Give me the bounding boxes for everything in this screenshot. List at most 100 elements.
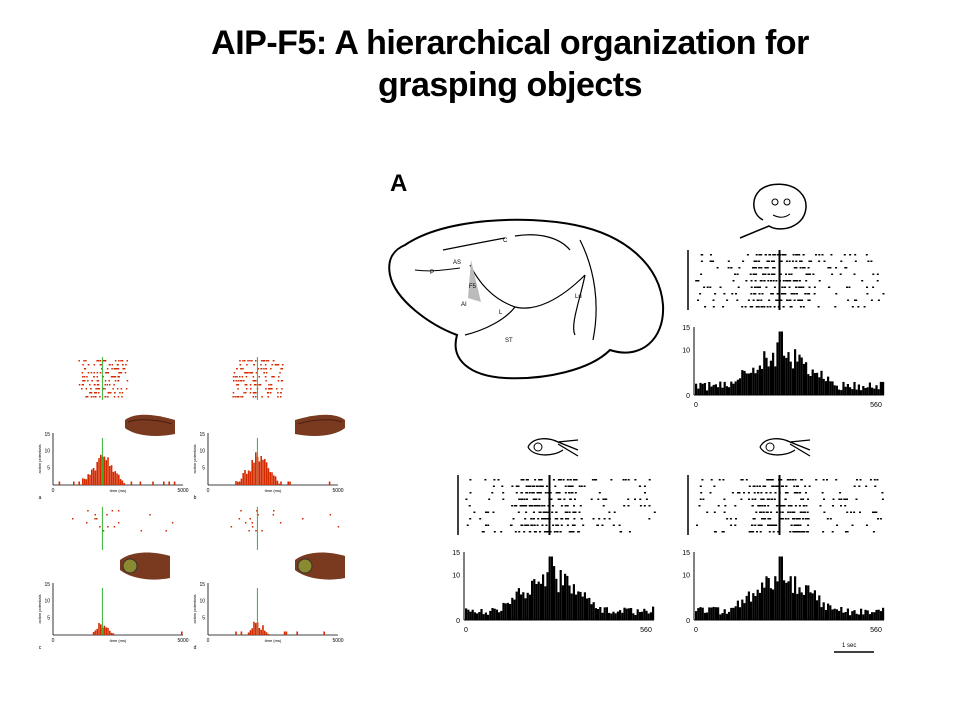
histogram-bar (871, 612, 874, 620)
raster-tick (801, 531, 804, 533)
raster-tick (469, 479, 472, 481)
raster-tick (786, 280, 789, 282)
raster-tick (802, 286, 805, 288)
raster-tick (789, 511, 792, 513)
raster-tick (798, 505, 801, 507)
raster-tick (703, 286, 706, 288)
brain-label-lu: Lu (575, 294, 582, 300)
raster-tick (562, 479, 565, 481)
histogram-bar (714, 607, 717, 620)
raster-tick (549, 492, 552, 494)
y-tick-10: 10 (199, 598, 205, 604)
raster-tick (118, 360, 120, 362)
histogram-bar (752, 593, 755, 620)
raster-tick (82, 364, 84, 366)
raster-tick (271, 388, 273, 390)
raster-tick (110, 376, 113, 378)
raster-tick (780, 299, 783, 301)
raster-tick (775, 485, 778, 487)
raster-tick (533, 524, 536, 526)
histogram-bar (719, 381, 722, 395)
raster-tick (765, 254, 767, 256)
raster-tick (258, 376, 260, 378)
raster-tick (124, 372, 127, 374)
raster-tick (87, 364, 90, 366)
raster-tick (531, 505, 534, 507)
histogram-bar (703, 383, 706, 395)
raster-tick (534, 498, 537, 500)
raster-tick (515, 492, 518, 494)
raster-tick (244, 522, 247, 524)
raster-tick (93, 376, 95, 378)
histogram-bar (710, 386, 713, 395)
histogram-bar (710, 607, 713, 620)
raster-tick (100, 364, 102, 366)
raster-tick (767, 479, 770, 481)
histogram-bar (734, 606, 737, 620)
raster-tick (270, 392, 272, 394)
raster-tick (858, 485, 861, 487)
histogram-bar (846, 608, 849, 620)
raster-tick (795, 254, 798, 256)
raster-tick (808, 485, 811, 487)
raster-tick (598, 518, 601, 520)
raster-tick (785, 260, 788, 262)
raster-tick (823, 511, 826, 513)
raster-tick (270, 368, 272, 370)
histogram-bar (778, 556, 781, 620)
raster-tick (770, 511, 773, 513)
histogram-bar (769, 360, 772, 395)
histogram-bar (533, 579, 536, 620)
raster-tick (95, 396, 97, 398)
raster-tick (843, 254, 846, 256)
raster-tick (233, 380, 235, 382)
raster-tick (807, 267, 810, 269)
monkey-brain-diagram: C AS P F5 AI L Lu ST (388, 218, 665, 380)
raster-tick (549, 531, 552, 533)
raster-tick (854, 260, 857, 262)
histogram-bar (805, 585, 808, 620)
histogram-bar (802, 594, 805, 620)
raster-tick (802, 498, 805, 500)
y-tick-15: 15 (199, 432, 205, 438)
raster-tick (784, 254, 786, 256)
raster-tick (538, 492, 541, 494)
histogram-bar (548, 556, 551, 620)
histogram-bar (864, 388, 867, 395)
raster-tick (799, 299, 802, 301)
raster-tick (846, 498, 848, 500)
raster-tick (716, 267, 719, 269)
raster-tick (791, 511, 794, 513)
raster-tick (526, 479, 529, 481)
histogram-bar (251, 628, 253, 635)
histogram-bar (168, 481, 170, 485)
raster-tick (881, 492, 884, 494)
raster-tick (773, 286, 776, 288)
histogram-bar (271, 472, 273, 485)
raster-tick (72, 518, 74, 520)
histogram-bar (877, 389, 880, 395)
histogram-bar (798, 587, 801, 620)
raster-tick (854, 254, 857, 256)
histogram-bar (785, 582, 788, 620)
raster-tick (529, 485, 532, 487)
raster-tick (722, 479, 725, 481)
raster-tick (756, 485, 759, 487)
brain-label-f5: F5 (469, 284, 477, 290)
raster-tick (261, 530, 263, 532)
raster-tick (734, 273, 737, 275)
raster-tick (255, 380, 257, 382)
raster-tick (573, 518, 576, 520)
raster-tick (873, 511, 876, 513)
histogram-bar (163, 481, 165, 485)
raster-tick (485, 524, 487, 526)
histogram-bar (747, 373, 750, 395)
raster-tick (523, 531, 526, 533)
hand-sketch-icon-2 (759, 438, 811, 457)
raster-tick (465, 498, 468, 500)
raster-tick (83, 376, 86, 378)
panel-sublabel: c (39, 645, 42, 651)
raster-tick (849, 254, 852, 256)
histogram-bar (476, 613, 479, 620)
